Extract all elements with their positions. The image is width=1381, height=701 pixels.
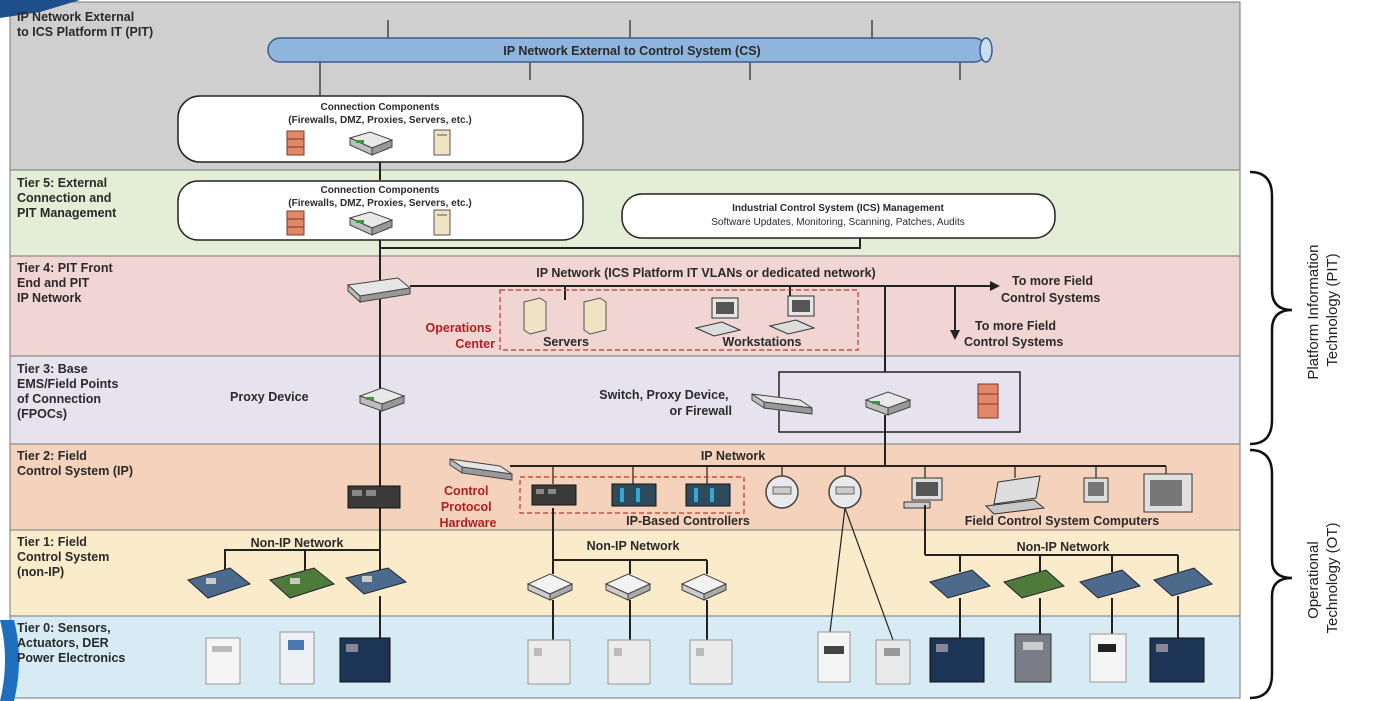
inverter-icon (929, 637, 985, 683)
server-icon (433, 129, 451, 156)
workstation-icon (694, 297, 742, 337)
servers-label: Servers (543, 335, 589, 349)
external-network-pipe (267, 37, 993, 63)
inverter-icon (279, 631, 315, 685)
control-protocol-box (519, 476, 745, 514)
server-icon (523, 297, 547, 335)
tier-label-pit-external: IP Network External to ICS Platform IT (… (17, 10, 153, 39)
band-tier4 (9, 255, 1241, 357)
proxy-icon (348, 211, 394, 236)
operations-center-box (499, 289, 859, 351)
inverter-icon (339, 637, 391, 683)
controller-icon (685, 483, 731, 507)
workstations-label: Workstations (723, 335, 802, 349)
switch-icon (346, 277, 412, 304)
laptop-icon (984, 475, 1046, 515)
tier4-network-label: IP Network (ICS Platform IT VLANs or ded… (536, 266, 875, 280)
inverter-icon (1089, 633, 1127, 683)
pipe-label: IP Network External to Control System (C… (503, 44, 760, 58)
ics-management-title: Industrial Control System (ICS) Manageme… (732, 203, 944, 214)
inverter-icon (875, 639, 911, 685)
connection-box-tier5 (177, 180, 584, 241)
inverter-icon (1014, 633, 1052, 683)
tier-label-tier4: Tier 4: PIT Front End and PIT IP Network (17, 261, 116, 305)
tier-label-tier2: Tier 2: Field Control System (IP) (17, 449, 133, 478)
meter-icon (828, 475, 862, 509)
firewall-icon (286, 210, 305, 236)
firewall-icon (977, 383, 999, 419)
switch-icon (449, 458, 513, 481)
io-module-icon (604, 573, 652, 601)
tier-label-tier0: Tier 0: Sensors, Actuators, DER Power El… (17, 621, 125, 665)
circuit-board-icon (928, 569, 992, 599)
desktop-computer-icon (903, 477, 943, 509)
io-module-icon (680, 573, 728, 601)
circuit-board-icon (268, 567, 336, 599)
ics-management-subtitle: Software Updates, Monitoring, Scanning, … (711, 217, 964, 228)
brace-pit-label: Platform Information Technology (PIT) (1305, 240, 1341, 379)
meter-icon (765, 475, 799, 509)
to-more-field-2: To more Field Control Systems (964, 319, 1063, 349)
circuit-board-icon (344, 567, 408, 595)
power-electronics-icon (689, 639, 733, 685)
non-ip-network-3-label: Non-IP Network (1017, 540, 1110, 554)
tier-label-tier3: Tier 3: Base EMS/Field Points of Connect… (17, 362, 122, 421)
tier-label-tier1: Tier 1: Field Control System (non-IP) (17, 535, 113, 579)
ics-management-box (621, 193, 1056, 239)
monitor-icon (1143, 473, 1193, 513)
power-electronics-icon (527, 639, 571, 685)
plc-icon (531, 484, 577, 506)
to-more-field-1: To more Field Control Systems (1001, 274, 1100, 305)
non-ip-network-1-label: Non-IP Network (251, 536, 344, 550)
proxy-icon (358, 387, 406, 412)
tier2-network-label: IP Network (701, 449, 765, 463)
plc-icon (347, 485, 401, 509)
connection-box-tier5-subtitle: (Firewalls, DMZ, Proxies, Servers, etc.) (288, 198, 471, 209)
connection-box-top-title: Connection Components (321, 102, 440, 113)
server-icon (583, 297, 607, 335)
proxy-icon (864, 391, 912, 416)
ip-controllers-label: IP-Based Controllers (626, 514, 750, 528)
circuit-board-icon (1002, 569, 1066, 599)
brace-ot (1249, 448, 1293, 700)
control-protocol-label: Control Protocol Hardware (440, 484, 497, 530)
power-electronics-icon (607, 639, 651, 685)
controller-icon (611, 483, 657, 507)
slide-corner-top (0, 0, 80, 18)
inverter-icon (817, 631, 851, 683)
circuit-board-icon (1152, 567, 1214, 597)
inverter-icon (1149, 637, 1205, 683)
connection-box-top (177, 95, 584, 163)
io-module-icon (526, 573, 574, 601)
switch-proxy-label: Switch, Proxy Device, or Firewall (599, 388, 732, 418)
panel-computer-icon (1083, 477, 1109, 503)
server-icon (433, 209, 451, 236)
proxy-icon (348, 131, 394, 156)
brace-pit (1249, 170, 1293, 446)
proxy-device-label: Proxy Device (230, 390, 309, 404)
connection-box-tier5-title: Connection Components (321, 185, 440, 196)
circuit-board-icon (186, 567, 252, 599)
operations-center-label: Operations Center (426, 321, 496, 351)
connection-box-top-subtitle: (Firewalls, DMZ, Proxies, Servers, etc.) (288, 115, 471, 126)
tier-label-tier5: Tier 5: External Connection and PIT Mana… (17, 176, 117, 220)
firewall-icon (286, 130, 305, 156)
brace-ot-label: Operational Technology (OT) (1305, 523, 1341, 634)
field-computers-label: Field Control System Computers (965, 514, 1160, 528)
slide-corner-bottom (0, 620, 19, 701)
switch-icon (751, 393, 813, 415)
inverter-icon (205, 637, 241, 685)
non-ip-network-2-label: Non-IP Network (587, 539, 680, 553)
band-tier3 (9, 355, 1241, 445)
circuit-board-icon (1078, 569, 1142, 599)
workstation-icon (768, 295, 816, 335)
